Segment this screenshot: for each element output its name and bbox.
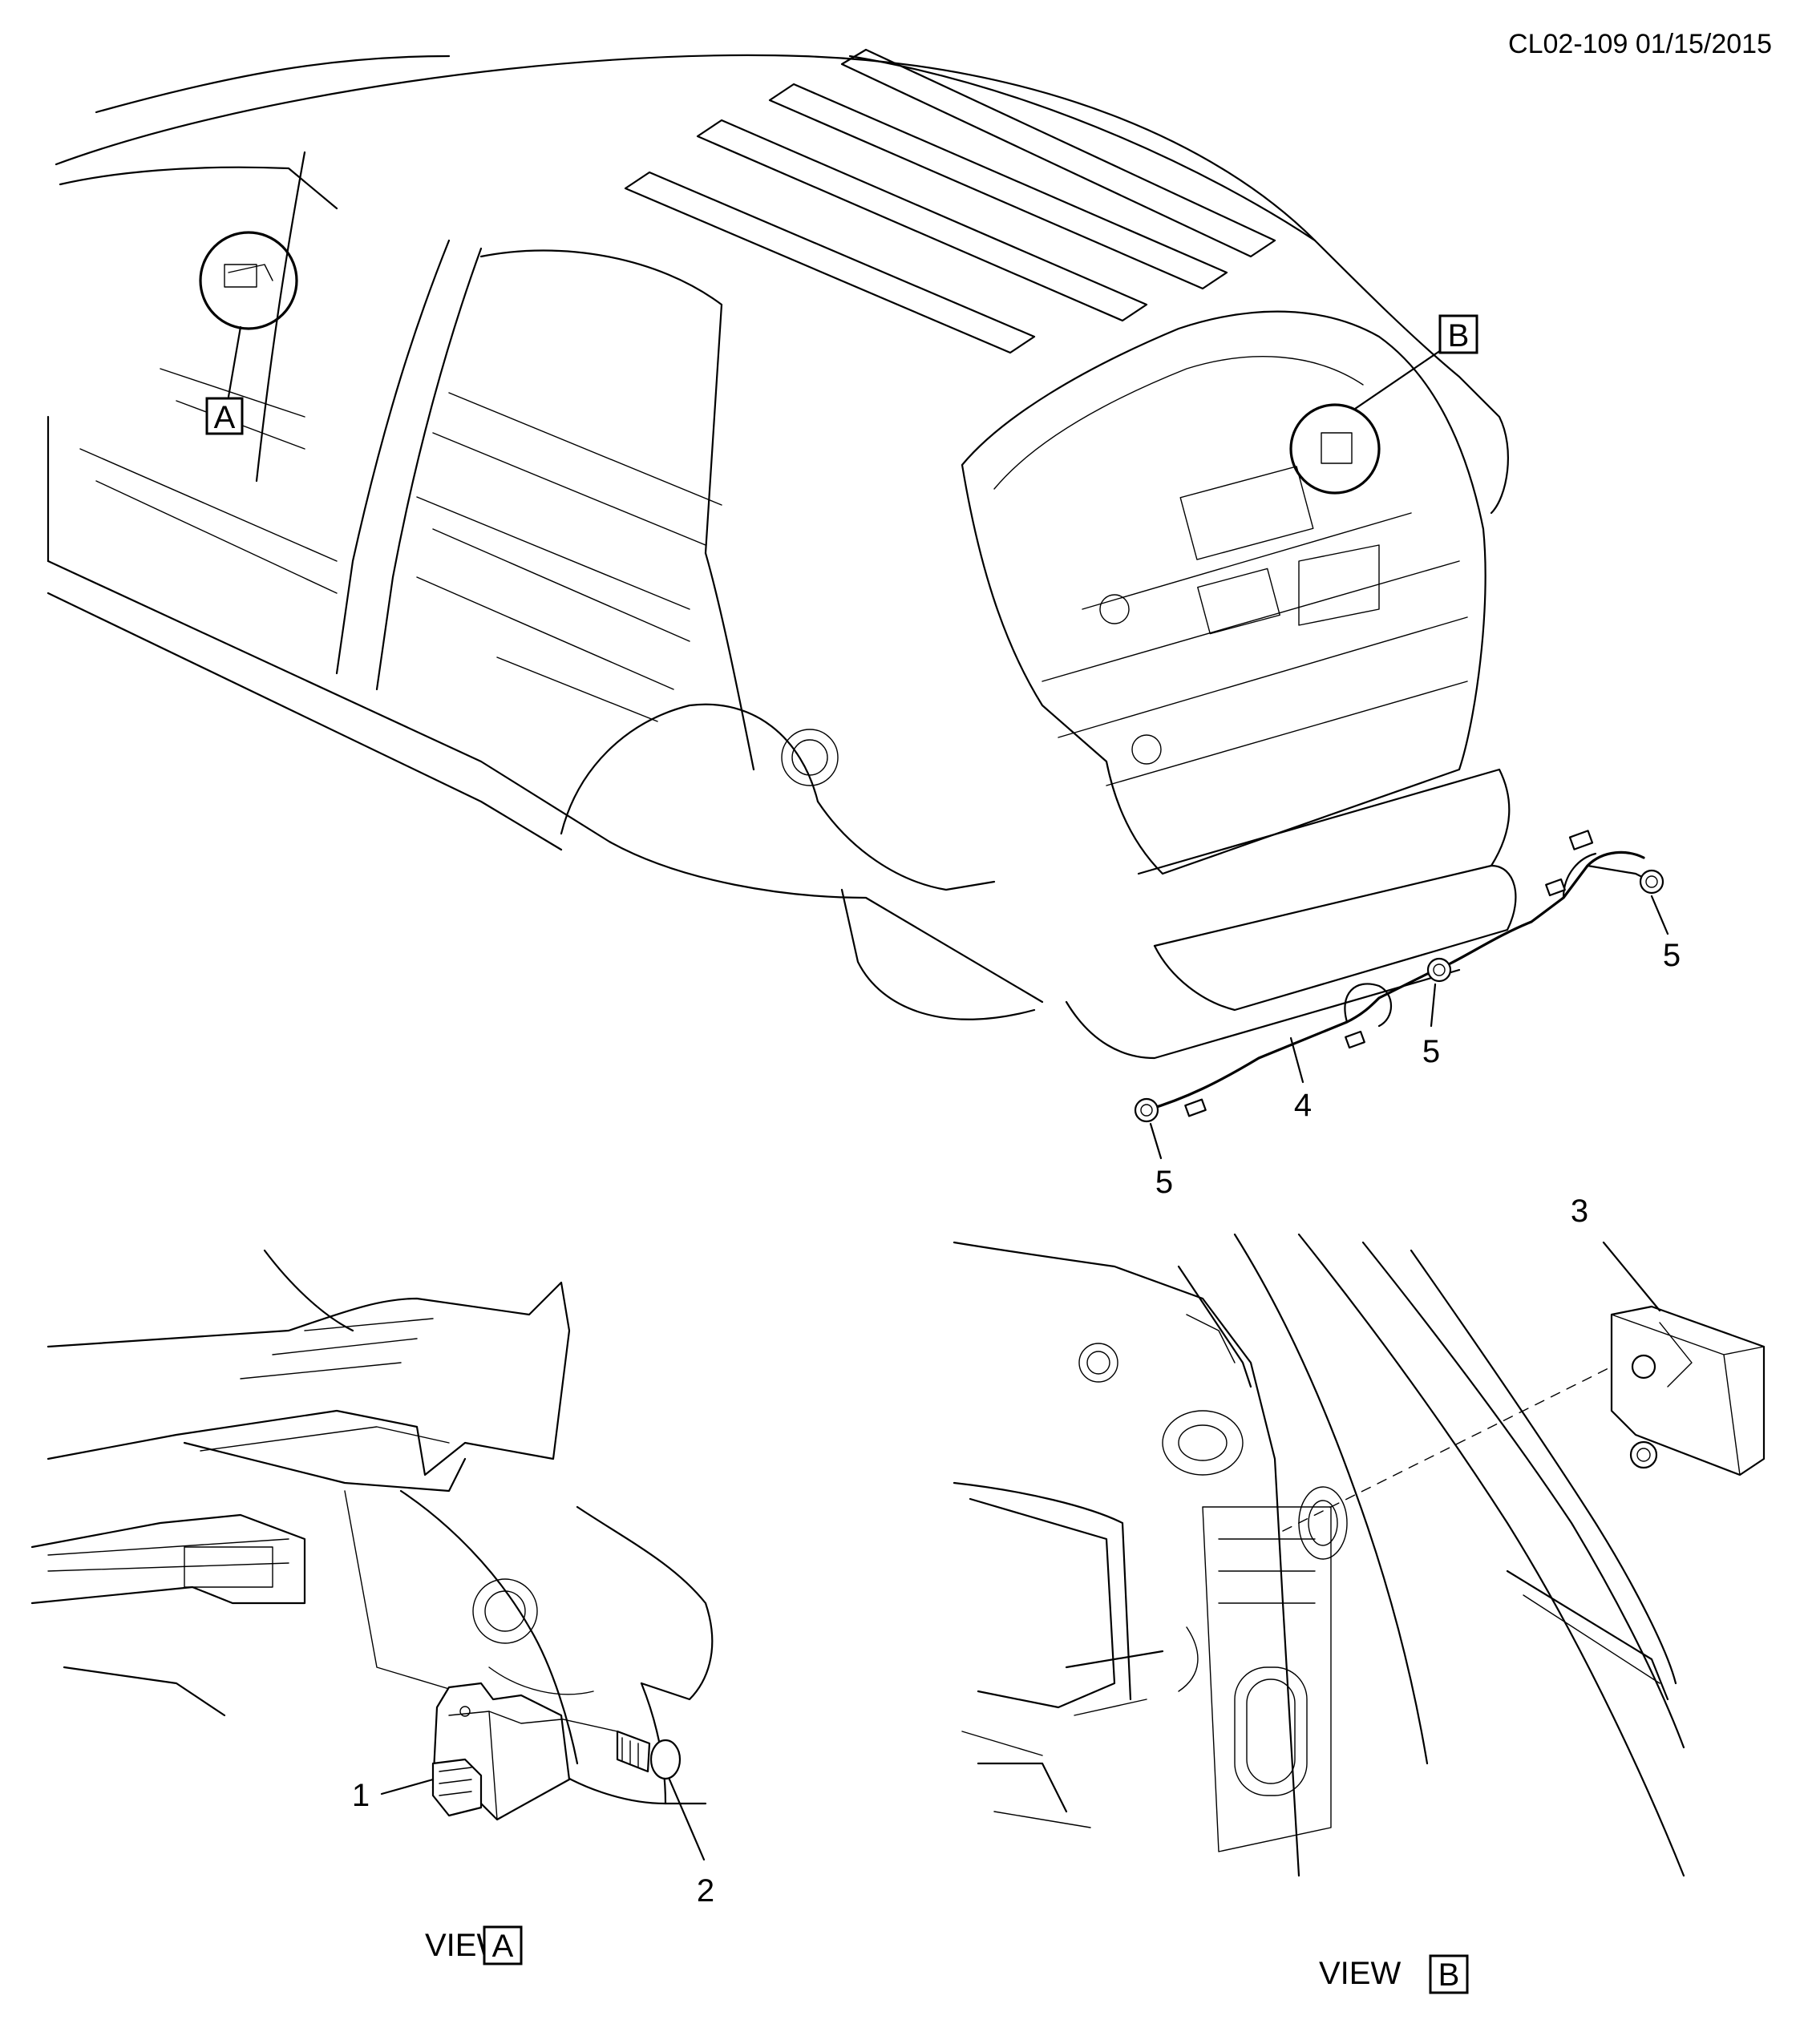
view-b-letter: B (1438, 1957, 1460, 1993)
view-b-caption-text: VIEW (1319, 1956, 1401, 1991)
vehicle-body-illustration (47, 48, 1517, 1060)
detail-marker-b: B (1289, 314, 1478, 495)
callout-5-center: 5 (1422, 1034, 1440, 1069)
detail-marker-a-letter: A (214, 400, 236, 435)
inflatable-restraint-sensor-module (380, 1682, 571, 1821)
rear-object-sensor-harness (1145, 830, 1653, 1117)
callout-4: 4 (1294, 1088, 1312, 1123)
parking-sensor-left (1134, 1097, 1163, 1160)
callout-5-left: 5 (1155, 1165, 1173, 1200)
view-b-illustration (953, 1233, 1685, 1877)
callout-2: 2 (697, 1873, 714, 1909)
callout-5-right: 5 (1663, 938, 1681, 973)
parking-sensor-right (1639, 869, 1669, 935)
view-a-caption: VIEW A (425, 1925, 523, 1965)
parking-assist-control-module (1602, 1241, 1766, 1476)
fastener-bolt (616, 1730, 706, 1861)
callout-1: 1 (352, 1778, 370, 1813)
detail-marker-b-letter: B (1448, 318, 1470, 353)
callout-4-leader (1289, 1036, 1304, 1084)
view-b-caption: VIEW B (1319, 1954, 1469, 1994)
view-a-letter: A (492, 1929, 514, 1964)
view-a-illustration (30, 1249, 714, 1805)
callout-3: 3 (1571, 1194, 1588, 1229)
drawing-reference: CL02-109 01/15/2015 (1508, 29, 1772, 59)
parking-sensor-center (1426, 957, 1452, 1028)
detail-marker-a: A (199, 231, 298, 435)
